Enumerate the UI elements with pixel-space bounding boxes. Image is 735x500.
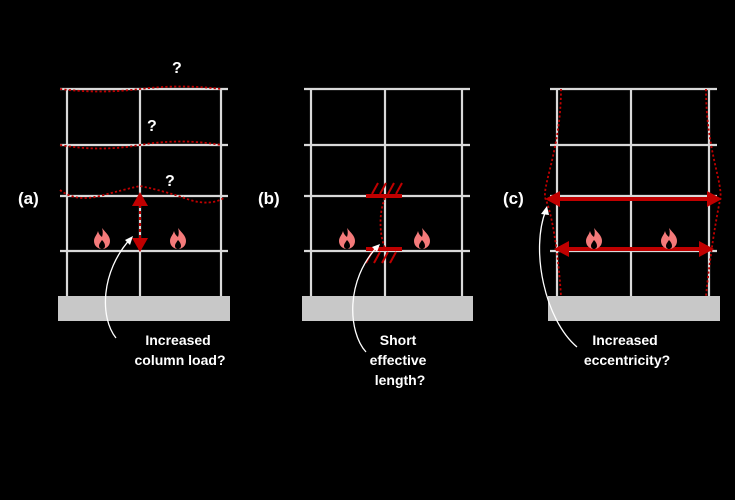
deformed-beam-level-4 — [59, 85, 222, 93]
question-mark-middle: ? — [147, 118, 157, 135]
double-arrow-icon — [132, 192, 148, 252]
arrowhead-icon — [541, 206, 549, 215]
caption-c: Increased eccentricity? — [584, 332, 670, 368]
fixed-support-hatch-icon — [366, 182, 403, 198]
deformed-beam-level-3 — [59, 140, 222, 150]
arrowhead-icon — [125, 236, 133, 245]
deformed-column-right — [705, 88, 722, 297]
question-mark-lower: ? — [165, 173, 175, 190]
pointer-line-c — [538, 209, 578, 348]
caption-b: Short effective length? — [370, 332, 431, 388]
fire-icon — [170, 228, 186, 249]
fire-icon — [94, 228, 110, 249]
foundation-block — [302, 296, 473, 321]
pointer-line-b — [352, 245, 379, 353]
panel-a: (a) ? ? ? Increased — [18, 60, 230, 368]
pointer-line-a — [104, 237, 132, 339]
foundation-block — [58, 296, 230, 321]
fire-icon — [339, 228, 355, 249]
double-arrow-icon — [545, 191, 722, 207]
question-mark-top: ? — [172, 60, 182, 77]
caption-a: Increased column load? — [135, 332, 226, 368]
panel-c: (c) Increased eccentricity? — [503, 87, 722, 368]
fire-icon — [586, 228, 602, 249]
double-arrow-icon — [554, 241, 714, 257]
panel-b-label: (b) — [258, 189, 280, 208]
deformed-beam-level-2 — [59, 185, 225, 204]
fire-icon — [414, 228, 430, 249]
panel-b: (b) Short eff — [258, 87, 473, 388]
fire-icon — [661, 228, 677, 249]
panel-c-label: (c) — [503, 189, 524, 208]
arrowhead-icon — [372, 244, 380, 252]
panel-a-label: (a) — [18, 189, 39, 208]
foundation-block — [548, 296, 720, 321]
